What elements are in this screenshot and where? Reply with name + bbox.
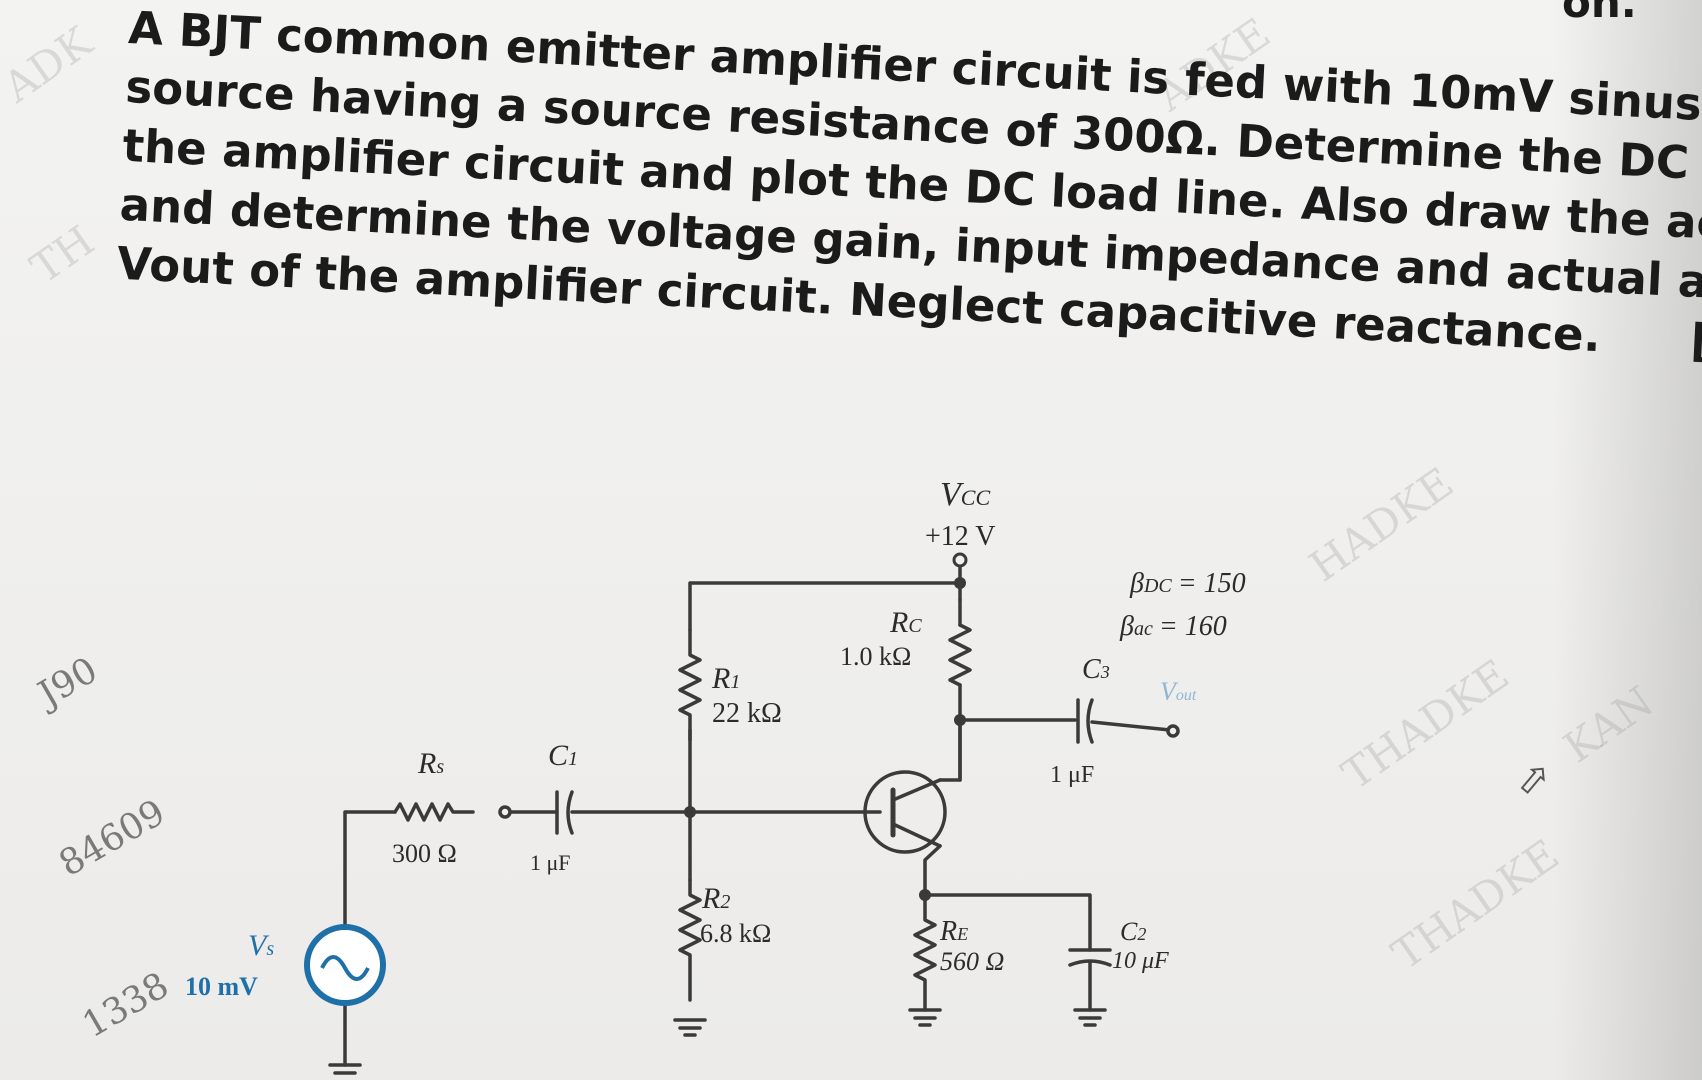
capacitor-c1-plate xyxy=(566,790,574,835)
c3-label: C3 xyxy=(1082,654,1110,685)
vs-label: Vs xyxy=(248,929,274,962)
junction-dot xyxy=(919,889,931,901)
resistor-r1 xyxy=(678,628,702,742)
r1-value: 22 kΩ xyxy=(712,698,782,729)
ground-symbol xyxy=(673,1018,707,1037)
wire-collector-lead xyxy=(938,718,962,782)
resistor-rc xyxy=(948,623,972,687)
c1-label: C1 xyxy=(548,739,578,772)
edge-shadow xyxy=(1552,0,1702,1080)
ground-symbol xyxy=(908,1008,942,1027)
ground-symbol xyxy=(328,1063,362,1075)
wire-input xyxy=(343,810,397,932)
re-value: 560 Ω xyxy=(940,947,1004,976)
rc-label: RC xyxy=(889,606,922,639)
c1-value: 1 μF xyxy=(530,850,571,875)
rc-value: 1.0 kΩ xyxy=(840,642,911,671)
transistor-emitter xyxy=(891,822,942,848)
vcc-terminal xyxy=(952,552,968,568)
wire-emitter-lead xyxy=(923,844,942,897)
beta-ac-label: βac= 160 xyxy=(1119,611,1227,642)
rs-label: Rs xyxy=(417,747,444,780)
wire-top-rail xyxy=(688,581,962,632)
c2-label: C2 xyxy=(1120,917,1146,946)
resistor-re xyxy=(913,893,937,1012)
junction-dot xyxy=(684,806,696,818)
transistor-collector xyxy=(891,778,942,802)
resistor-r2 xyxy=(678,878,702,1002)
vcc-label: VCC xyxy=(940,476,990,513)
transistor-body xyxy=(863,770,947,854)
r2-value: 6.8 kΩ xyxy=(700,919,771,948)
rs-value: 300 Ω xyxy=(392,839,457,868)
vs-value: 10 mV xyxy=(185,972,258,1001)
c3-value: 1 μF xyxy=(1050,762,1094,788)
sine-wave-icon xyxy=(320,955,370,981)
vout-label: Vout xyxy=(1160,677,1197,706)
clipped-text-fragment: on. xyxy=(1562,0,1637,27)
beta-dc-label: βDC= 150 xyxy=(1129,568,1246,599)
re-label: RE xyxy=(939,916,968,947)
r1-label: R1 xyxy=(711,662,740,695)
r2-label: R2 xyxy=(701,882,730,915)
c2-value: 10 μF xyxy=(1112,948,1169,974)
wire-emitter-bypass xyxy=(923,893,1092,952)
wire-c3-output xyxy=(1090,720,1172,732)
ground-symbol xyxy=(1073,1008,1107,1027)
junction-dot xyxy=(954,577,966,589)
junction-dot xyxy=(954,714,966,726)
output-terminal xyxy=(1166,724,1180,738)
resistor-rs xyxy=(393,802,475,822)
vcc-value: +12 V xyxy=(925,521,996,552)
capacitor-c3-plate xyxy=(1086,698,1094,744)
